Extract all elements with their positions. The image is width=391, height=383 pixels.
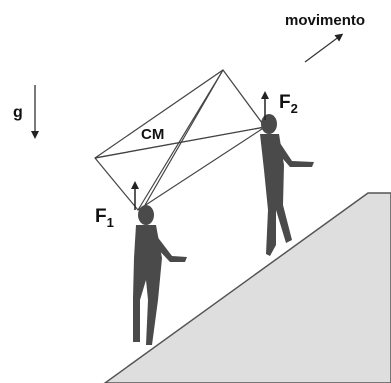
inclined-ramp	[103, 192, 391, 383]
center-of-mass-label: CM	[141, 126, 164, 143]
carried-box	[94, 69, 266, 211]
person-2	[260, 114, 314, 256]
person-1	[133, 205, 187, 345]
movement-label: movimento	[285, 12, 365, 29]
gravity-label: g	[13, 104, 23, 121]
movement-arrow	[304, 33, 344, 63]
force-1-label: F1	[95, 206, 114, 230]
force-2-label: F2	[279, 92, 298, 116]
